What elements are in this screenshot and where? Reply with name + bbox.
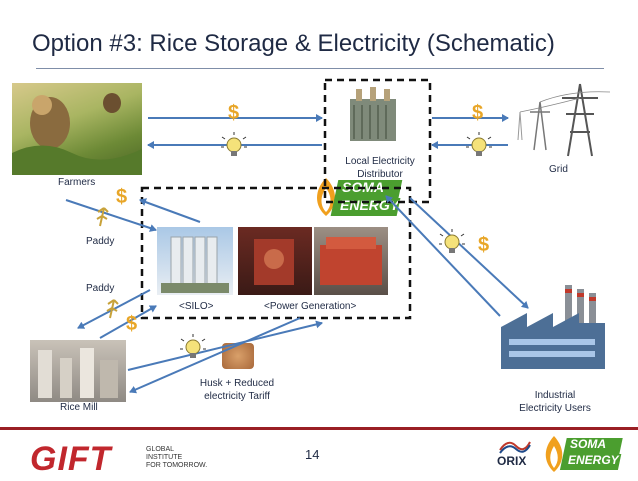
page-number: 14: [305, 447, 320, 462]
industrial-users-label: Industrial Electricity Users: [505, 389, 605, 415]
soma-energy-footer-logo: SOMA ENERGY: [540, 432, 630, 476]
power-generation-label: <Power Generation>: [264, 301, 357, 312]
local-distributor-line1: Local Electricity: [345, 156, 415, 167]
arrow-ricemill-to-storage: [99, 305, 157, 339]
gift-sub-line3: FOR TOMORROW.: [146, 462, 208, 469]
silo-label: <SILO>: [179, 301, 214, 312]
page-title: Option #3: Rice Storage & Electricity (S…: [32, 30, 555, 57]
husk-label: Husk + Reduced electricity Tariff: [182, 377, 292, 403]
arrow-ricemill-to-power: [127, 320, 323, 371]
paddy-grain-icon-bottom: [106, 299, 119, 319]
grid-tower-icon: [510, 80, 614, 160]
farmers-photo: [12, 83, 142, 175]
footer-energy-text: ENERGY: [568, 453, 619, 467]
boiler-photo: [238, 227, 312, 295]
paddy-label-top: Paddy: [86, 236, 115, 247]
bulb-icon-farmers: [221, 132, 247, 156]
local-distributor-line2: Distributor: [357, 169, 403, 180]
transformer-icon: [344, 85, 402, 147]
arrow-distributor-to-industrial: [409, 197, 529, 309]
factory-icon: [497, 283, 609, 373]
industrial-line2: Electricity Users: [519, 403, 591, 414]
gift-sub-line1: GLOBAL: [146, 446, 175, 453]
local-distributor-label: Local Electricity Distributor: [330, 155, 430, 181]
farmers-label: Farmers: [58, 177, 96, 188]
husk-photo: [222, 343, 254, 369]
rice-mill-photo: [30, 340, 126, 402]
husk-line2: electricity Tariff: [204, 391, 270, 402]
paddy-label-bottom: Paddy: [86, 283, 115, 294]
rice-mill-label: Rice Mill: [60, 402, 98, 413]
footer-soma-text: SOMA: [570, 437, 606, 451]
bulb-icon-grid: [466, 132, 492, 156]
silo-photo: [157, 227, 233, 295]
title-rule: [36, 68, 604, 69]
bulb-icon-ricemill: [180, 334, 206, 358]
orix-flag-icon: [498, 436, 532, 454]
industrial-line1: Industrial: [534, 390, 576, 401]
dollar-icon-grid: $: [472, 102, 484, 124]
gift-tagline: GLOBAL INSTITUTE FOR TOMORROW.: [146, 446, 207, 470]
arrow-farmers-to-silo: [65, 199, 157, 232]
dollar-icon-farmers: $: [228, 102, 240, 124]
bulb-icon-industrial: [439, 229, 465, 253]
local-distributor-box: [323, 78, 432, 204]
husk-line1: Husk + Reduced: [199, 378, 275, 389]
gift-logo: GIFT: [30, 440, 112, 478]
grid-label: Grid: [549, 164, 568, 175]
arrow-industrial-to-distributor: [385, 195, 501, 317]
orix-logo: ORIX: [497, 454, 527, 468]
dollar-icon-farmer-paddy: $: [116, 186, 128, 208]
arrow-power-to-ricemill: [129, 317, 301, 394]
storage-generation-box: [140, 186, 412, 320]
dollar-icon-industrial: $: [478, 234, 490, 256]
arrow-silo-to-farmers: [139, 198, 201, 223]
dollar-icon-ricemill: $: [126, 313, 138, 335]
footer-rule: [0, 427, 638, 430]
paddy-grain-icon-top: [96, 207, 109, 227]
gift-sub-line2: INSTITUTE: [146, 454, 183, 461]
generator-photo: [314, 227, 388, 295]
